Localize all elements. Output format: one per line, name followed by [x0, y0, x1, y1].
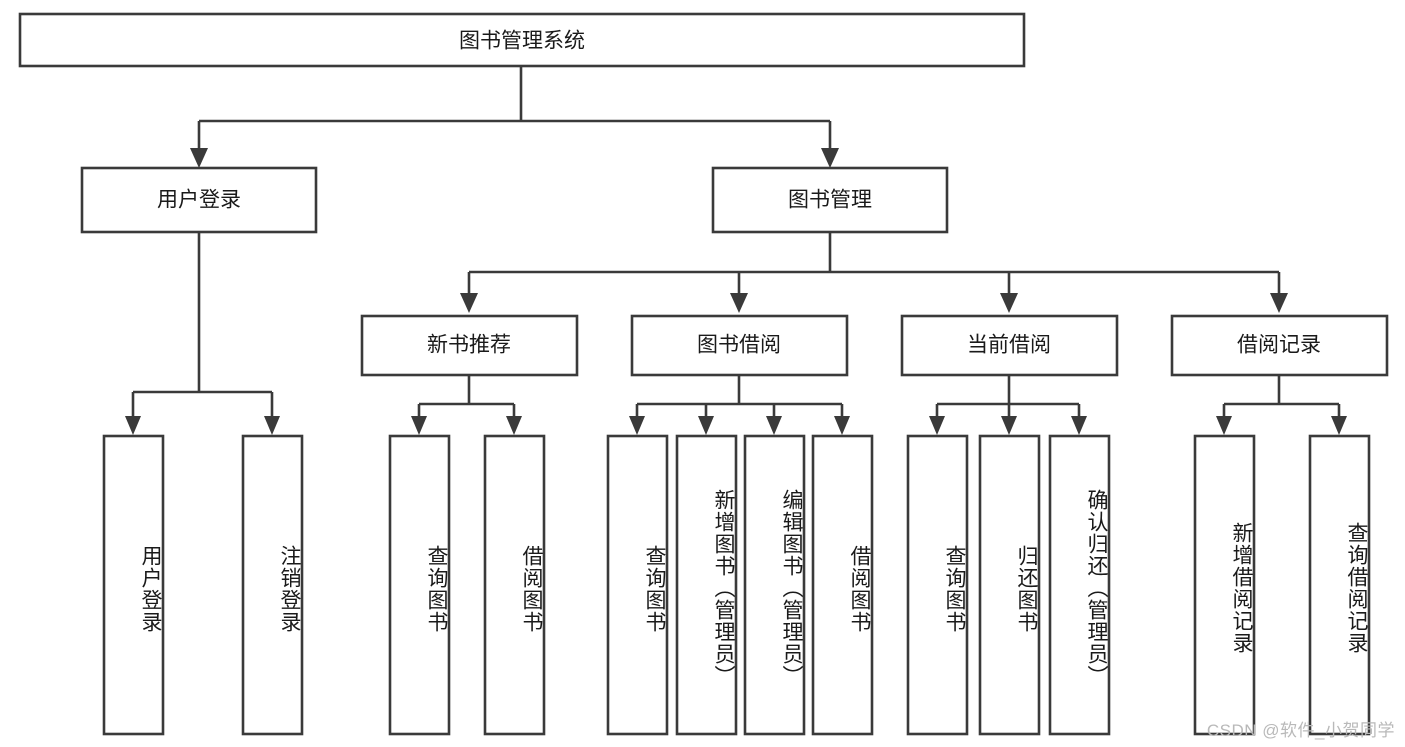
node-leaf-return-book-box[interactable] — [978, 434, 1041, 736]
node-borrow-record-label: 借阅记录 — [1237, 334, 1321, 357]
arrowhead-leaf-query-book-2 — [629, 416, 645, 435]
edge-user-login-bus — [131, 232, 274, 418]
node-user-login[interactable]: 用户登录 — [80, 166, 318, 234]
node-leaf-query-book-2[interactable]: 查询图书 — [606, 434, 669, 736]
node-leaf-user-logout-box[interactable] — [241, 434, 304, 736]
node-user-login-label: 用户登录 — [157, 189, 241, 212]
node-user-login-box[interactable] — [80, 166, 318, 234]
arrowhead-new-book-recommend — [460, 293, 478, 313]
node-leaf-user-logout[interactable]: 注销登录 — [241, 434, 304, 736]
node-leaf-borrow-book-1-box[interactable] — [483, 434, 546, 736]
node-leaf-query-book-3[interactable]: 查询图书 — [906, 434, 969, 736]
node-leaf-add-borrow-record-box[interactable] — [1193, 434, 1256, 736]
node-new-book-recommend-box[interactable] — [360, 314, 579, 377]
node-leaf-query-book-2-box[interactable] — [606, 434, 669, 736]
arrowhead-book-borrow — [730, 293, 748, 313]
arrowhead-leaf-borrow-book-1 — [506, 416, 522, 435]
arrowhead-leaf-user-login — [125, 416, 141, 435]
node-leaf-edit-book-label: 编辑图书（管理员） — [780, 489, 803, 687]
node-leaf-borrow-book-2[interactable]: 借阅图书 — [811, 434, 874, 736]
node-leaf-user-login[interactable]: 用户登录 — [102, 434, 165, 736]
arrowhead-leaf-confirm-return — [1071, 416, 1087, 435]
node-borrow-record-box[interactable] — [1170, 314, 1389, 377]
arrowhead-user-login — [190, 148, 208, 168]
node-leaf-query-book-1[interactable]: 查询图书 — [388, 434, 451, 736]
node-leaf-user-login-box[interactable] — [102, 434, 165, 736]
arrowhead-leaf-edit-book — [766, 416, 782, 435]
node-current-borrow-label: 当前借阅 — [967, 334, 1051, 357]
node-leaf-query-borrow-record[interactable]: 查询借阅记录 — [1308, 434, 1371, 736]
arrowhead-borrow-record — [1270, 293, 1288, 313]
node-leaf-borrow-book-1[interactable]: 借阅图书 — [483, 434, 546, 736]
node-leaf-return-book-label: 归还图书 — [1015, 545, 1038, 633]
node-leaf-add-book-label: 新增图书（管理员） — [712, 489, 735, 687]
node-leaf-borrow-book-1-label: 借阅图书 — [520, 545, 543, 633]
node-leaf-return-book[interactable]: 归还图书 — [978, 434, 1041, 736]
edge-book-borrow-bus — [635, 375, 844, 418]
node-borrow-record[interactable]: 借阅记录 — [1170, 314, 1389, 377]
arrowhead-leaf-add-borrow-record — [1216, 416, 1232, 435]
node-leaf-query-book-3-box[interactable] — [906, 434, 969, 736]
arrowhead-leaf-query-book-1 — [411, 416, 427, 435]
node-leaf-confirm-return-label: 确认归还（管理员） — [1085, 489, 1108, 687]
node-book-borrow[interactable]: 图书借阅 — [630, 314, 849, 377]
node-leaf-add-book[interactable]: 新增图书（管理员） — [675, 434, 738, 736]
node-leaf-add-borrow-record[interactable]: 新增借阅记录 — [1193, 434, 1256, 736]
node-leaf-query-borrow-record-box[interactable] — [1308, 434, 1371, 736]
node-root-box[interactable] — [18, 12, 1026, 68]
node-leaf-edit-book[interactable]: 编辑图书（管理员） — [743, 434, 806, 736]
node-leaf-query-book-2-label: 查询图书 — [643, 545, 666, 633]
edge-new-book-recommend-bus — [417, 375, 516, 418]
node-leaf-query-book-1-box[interactable] — [388, 434, 451, 736]
node-book-management-label: 图书管理 — [788, 189, 872, 212]
node-root-label: 图书管理系统 — [459, 30, 585, 53]
arrowhead-leaf-query-borrow-record — [1331, 416, 1347, 435]
node-leaf-user-logout-label: 注销登录 — [278, 545, 301, 633]
node-book-management-box[interactable] — [711, 166, 949, 234]
edge-book-management-bus — [467, 232, 1281, 295]
node-leaf-user-login-label: 用户登录 — [139, 545, 162, 633]
node-leaf-borrow-book-2-label: 借阅图书 — [848, 545, 871, 633]
node-leaf-add-book-box[interactable] — [675, 434, 738, 736]
arrowhead-leaf-user-logout — [264, 416, 280, 435]
edge-current-borrow-bus — [935, 375, 1081, 418]
node-book-borrow-label: 图书借阅 — [697, 334, 781, 357]
node-root[interactable]: 图书管理系统 — [18, 12, 1026, 68]
edge-root-to-level2-bus — [197, 66, 832, 150]
node-leaf-query-book-3-label: 查询图书 — [943, 545, 966, 633]
node-leaf-query-borrow-record-label: 查询借阅记录 — [1345, 522, 1368, 654]
node-leaf-confirm-return-box[interactable] — [1048, 434, 1111, 736]
node-current-borrow-box[interactable] — [900, 314, 1119, 377]
arrowhead-leaf-return-book — [1001, 416, 1017, 435]
node-book-borrow-box[interactable] — [630, 314, 849, 377]
node-leaf-add-borrow-record-label: 新增借阅记录 — [1230, 522, 1253, 654]
node-leaf-confirm-return[interactable]: 确认归还（管理员） — [1048, 434, 1111, 736]
node-leaf-query-book-1-label: 查询图书 — [425, 545, 448, 633]
edges-group — [125, 66, 1347, 435]
arrowhead-leaf-query-book-3 — [929, 416, 945, 435]
node-new-book-recommend[interactable]: 新书推荐 — [360, 314, 579, 377]
arrowhead-current-borrow — [1000, 293, 1018, 313]
arrowhead-book-management — [821, 148, 839, 168]
node-new-book-recommend-label: 新书推荐 — [427, 334, 511, 357]
edge-borrow-record-bus — [1222, 375, 1341, 418]
arrowhead-leaf-borrow-book-2 — [834, 416, 850, 435]
arrowhead-leaf-add-book — [698, 416, 714, 435]
node-leaf-borrow-book-2-box[interactable] — [811, 434, 874, 736]
node-book-management[interactable]: 图书管理 — [711, 166, 949, 234]
node-leaf-edit-book-box[interactable] — [743, 434, 806, 736]
node-current-borrow[interactable]: 当前借阅 — [900, 314, 1119, 377]
